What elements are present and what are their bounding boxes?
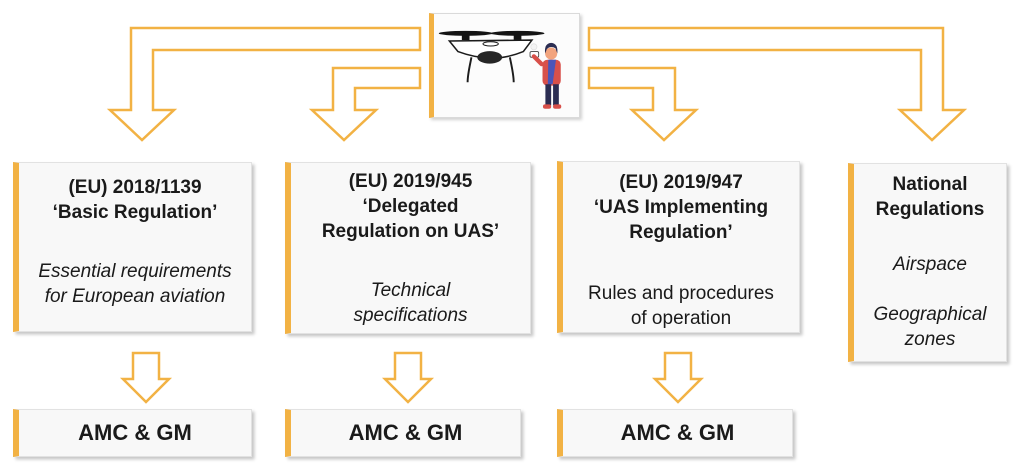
drone-and-pilot-illustration <box>438 30 562 109</box>
arrow-to-basic-regulation <box>106 26 422 142</box>
basic-regulation-title: (EU) 2018/1139 ‘Basic Regulation’ <box>52 177 218 223</box>
basic-regulation-subtitle: Essential requirements for European avia… <box>38 261 232 307</box>
down-arrow-amc-basic <box>119 351 173 404</box>
arrow-to-delegated-regulation <box>308 66 422 142</box>
arrow-to-implementing-regulation <box>587 66 700 142</box>
implementing-regulation-box: (EU) 2019/947 ‘UAS Implementing Regulati… <box>557 161 800 333</box>
national-regulations-box: National Regulations Airspace Geographic… <box>848 163 1007 362</box>
pilot-figure <box>529 42 562 109</box>
down-arrow-amc-delegated <box>381 351 435 404</box>
amc-gm-box-delegated: AMC & GM <box>285 409 521 457</box>
delegated-regulation-title: (EU) 2019/945 ‘Delegated Regulation on U… <box>321 171 500 242</box>
amc-gm-box-implementing: AMC & GM <box>557 409 793 457</box>
national-regulations-subtitle: Airspace Geographical zones <box>873 254 987 350</box>
amc-gm-box-basic: AMC & GM <box>13 409 252 457</box>
delegated-regulation-subtitle: Technical specifications <box>353 280 468 326</box>
down-arrow-amc-implementing <box>651 351 705 404</box>
drone-icon <box>438 30 545 83</box>
arrow-to-national-regulations <box>587 26 968 142</box>
implementing-regulation-subtitle: Rules and procedures of operation <box>588 283 774 329</box>
delegated-regulation-box: (EU) 2019/945 ‘Delegated Regulation on U… <box>285 162 531 334</box>
drone-operator-image <box>429 13 580 118</box>
basic-regulation-box: (EU) 2018/1139 ‘Basic Regulation’ Essent… <box>13 162 252 332</box>
implementing-regulation-title: (EU) 2019/947 ‘UAS Implementing Regulati… <box>593 172 769 243</box>
national-regulations-title: National Regulations <box>875 174 985 220</box>
